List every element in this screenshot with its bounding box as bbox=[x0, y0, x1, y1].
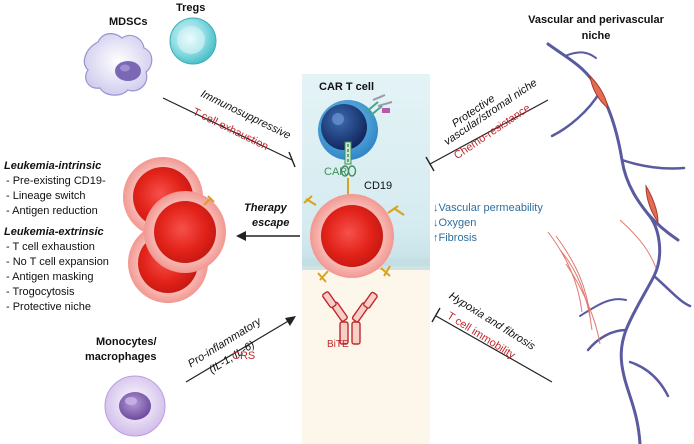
vascular-niche-title-line1: Vascular and perivascular bbox=[528, 14, 664, 26]
mdscs-label: MDSCs bbox=[109, 16, 148, 28]
list-item: - Antigen reduction bbox=[6, 205, 98, 217]
car-t-cell-icon bbox=[318, 94, 393, 177]
list-item: - Pre-existing CD19- bbox=[6, 175, 106, 187]
blood-vessel-icon bbox=[546, 42, 692, 444]
oxygen-label: ↓Oxygen bbox=[433, 217, 477, 229]
vascular-niche-title-line2: niche bbox=[581, 30, 611, 42]
pro-inflammatory-arrow bbox=[185, 319, 291, 383]
list-item: - T cell exhaustion bbox=[6, 241, 95, 253]
therapy-escape-label-line2: escape bbox=[252, 217, 290, 229]
leukemia-intrinsic-list: - Pre-existing CD19- - Lineage switch - … bbox=[6, 174, 106, 219]
central-leukemia-cell-icon bbox=[303, 194, 405, 283]
protective-niche-inhibition-line bbox=[429, 99, 549, 165]
list-item: - Antigen masking bbox=[6, 271, 94, 283]
cd19-label: CD19 bbox=[364, 180, 393, 192]
list-item: - Lineage switch bbox=[6, 190, 86, 202]
crs-label: CRS bbox=[232, 350, 256, 362]
hypoxia-inhibition-line bbox=[435, 315, 553, 383]
leukemia-intrinsic-title: Leukemia-intrinsic bbox=[4, 160, 102, 172]
leukemia-cell-cluster-icon bbox=[123, 157, 226, 303]
list-item: - Protective niche bbox=[6, 301, 91, 313]
treg-cell-icon bbox=[169, 17, 217, 65]
list-item: - No T cell expansion bbox=[6, 256, 109, 268]
leukemia-extrinsic-title: Leukemia-extrinsic bbox=[4, 226, 104, 238]
car-t-cell-label: CAR T cell bbox=[319, 81, 375, 93]
monocyte-cell-icon bbox=[104, 375, 166, 437]
leukemia-extrinsic-list: - T cell exhaustion - No T cell expansio… bbox=[6, 240, 109, 315]
bite-antibody-icon bbox=[322, 291, 378, 345]
therapy-escape-label-line1: Therapy bbox=[244, 202, 287, 214]
immunosuppressive-inhibition-line bbox=[162, 97, 293, 161]
monocytes-label-line1: Monocytes/ bbox=[96, 336, 157, 348]
monocytes-label-line2: macrophages bbox=[85, 351, 157, 363]
list-item: - Trogocytosis bbox=[6, 286, 75, 298]
fibrosis-label: ↑Fibrosis bbox=[433, 232, 478, 244]
stromal-fibers-icon bbox=[547, 219, 657, 345]
bite-label: BiTE bbox=[327, 339, 349, 350]
perivascular-cell-icon bbox=[589, 74, 659, 224]
mdsc-cell-icon bbox=[83, 33, 153, 96]
tregs-label: Tregs bbox=[176, 2, 206, 14]
marrow-panel bbox=[302, 266, 430, 444]
car-label: CAR bbox=[324, 166, 348, 178]
vascular-permeability-label: ↓Vascular permeability bbox=[433, 202, 543, 214]
